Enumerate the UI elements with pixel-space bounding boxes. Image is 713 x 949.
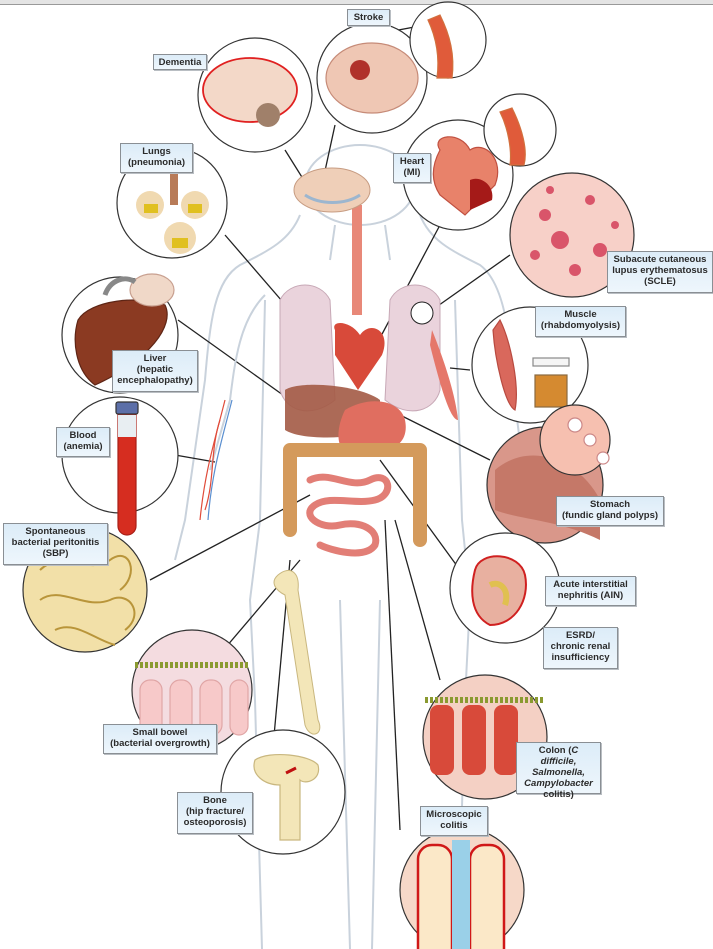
torso-heart [334, 323, 385, 390]
label-small-bowel-sub: (bacterial overgrowth) [110, 738, 210, 749]
label-scle-line1: Subacute cutaneous [613, 254, 707, 265]
label-scle: Subacute cutaneous lupus erythematosus (… [607, 251, 713, 293]
label-bone-sub1: (hip fracture/ [185, 806, 245, 817]
label-blood-title: Blood [69, 430, 97, 441]
label-heart-title: Heart [399, 156, 425, 167]
label-dementia: Dementia [153, 54, 207, 70]
label-ain: Acute interstitial nephritis (AIN) [545, 576, 636, 606]
label-ain-line2: nephritis (AIN) [557, 590, 624, 601]
label-esrd-line2: chronic renal [550, 641, 611, 652]
label-microscopic-line2: colitis [440, 820, 468, 831]
label-stroke-text: Stroke [353, 12, 384, 23]
label-heart: Heart (MI) [393, 153, 431, 183]
label-small-bowel: Small bowel (bacterial overgrowth) [103, 724, 217, 754]
label-sbp-line1: Spontaneous [25, 526, 86, 537]
label-liver-title: Liver [143, 353, 167, 364]
torso-colon [283, 443, 427, 547]
label-liver: Liver (hepatic encephalopathy) [112, 350, 198, 392]
torso-stomach [338, 401, 406, 455]
label-sbp: Spontaneous bacterial peritonitis (SBP) [3, 523, 108, 565]
label-stomach-sub: (fundic gland polyps) [561, 510, 659, 521]
label-muscle: Muscle (rhabdomyolysis) [535, 306, 626, 337]
label-liver-sub2: encephalopathy) [117, 375, 193, 386]
skin-spot-marker [410, 301, 434, 325]
arm-veins [199, 399, 233, 521]
forearm-muscle [430, 330, 458, 420]
label-bone: Bone (hip fracture/ osteoporosis) [177, 792, 253, 834]
body-femur [273, 570, 321, 735]
label-muscle-sub: (rhabdomyolysis) [540, 320, 621, 331]
lupus-lesions [530, 186, 619, 276]
label-sbp-line3: (SBP) [42, 548, 69, 559]
head-brain [293, 167, 371, 213]
label-muscle-title: Muscle [564, 309, 597, 320]
label-liver-sub1: (hepatic [136, 364, 174, 375]
label-small-bowel-title: Small bowel [132, 727, 188, 738]
label-stomach-title: Stomach [589, 499, 631, 510]
label-esrd-line1: ESRD/ [565, 630, 596, 641]
label-blood-sub: (anemia) [63, 441, 103, 452]
label-scle-line3: (SCLE) [644, 276, 676, 287]
label-colon-organism3: Campylobacter [524, 778, 593, 789]
label-bone-title: Bone [203, 795, 227, 806]
label-lungs-sub: (pneumonia) [128, 157, 185, 168]
torso-small-intestine [306, 473, 392, 557]
label-sbp-line2: bacterial peritonitis [11, 537, 100, 548]
label-microscopic-line1: Microscopic [426, 809, 482, 820]
label-colon-prefix: Colon ( [538, 745, 572, 756]
label-heart-sub: (MI) [403, 167, 421, 178]
label-microscopic-colitis: Microscopic colitis [420, 806, 488, 836]
label-lungs: Lungs (pneumonia) [120, 143, 193, 173]
label-colon-organism2: Salmonella, [532, 767, 585, 778]
label-bone-sub2: osteoporosis) [183, 817, 247, 828]
label-scle-line2: lupus erythematosus [612, 265, 708, 276]
window-top-border [0, 0, 713, 5]
label-stomach: Stomach (fundic gland polyps) [556, 496, 664, 526]
detail-circles [22, 1, 635, 949]
label-ain-line1: Acute interstitial [553, 579, 628, 590]
label-lungs-title: Lungs [142, 146, 171, 157]
label-colon: Colon (C difficile, Salmonella, Campylob… [516, 742, 601, 800]
label-stroke: Stroke [347, 9, 390, 26]
label-blood: Blood (anemia) [56, 427, 110, 457]
label-esrd: ESRD/ chronic renal insufficiency [543, 627, 618, 669]
label-colon-line1: Colon (C difficile, [521, 745, 596, 767]
label-dementia-text: Dementia [158, 57, 202, 68]
trachea [352, 205, 362, 315]
label-colon-organism1: C difficile, [540, 745, 579, 767]
label-esrd-line3: insufficiency [551, 652, 610, 663]
label-colon-suffix: colitis) [543, 789, 574, 800]
